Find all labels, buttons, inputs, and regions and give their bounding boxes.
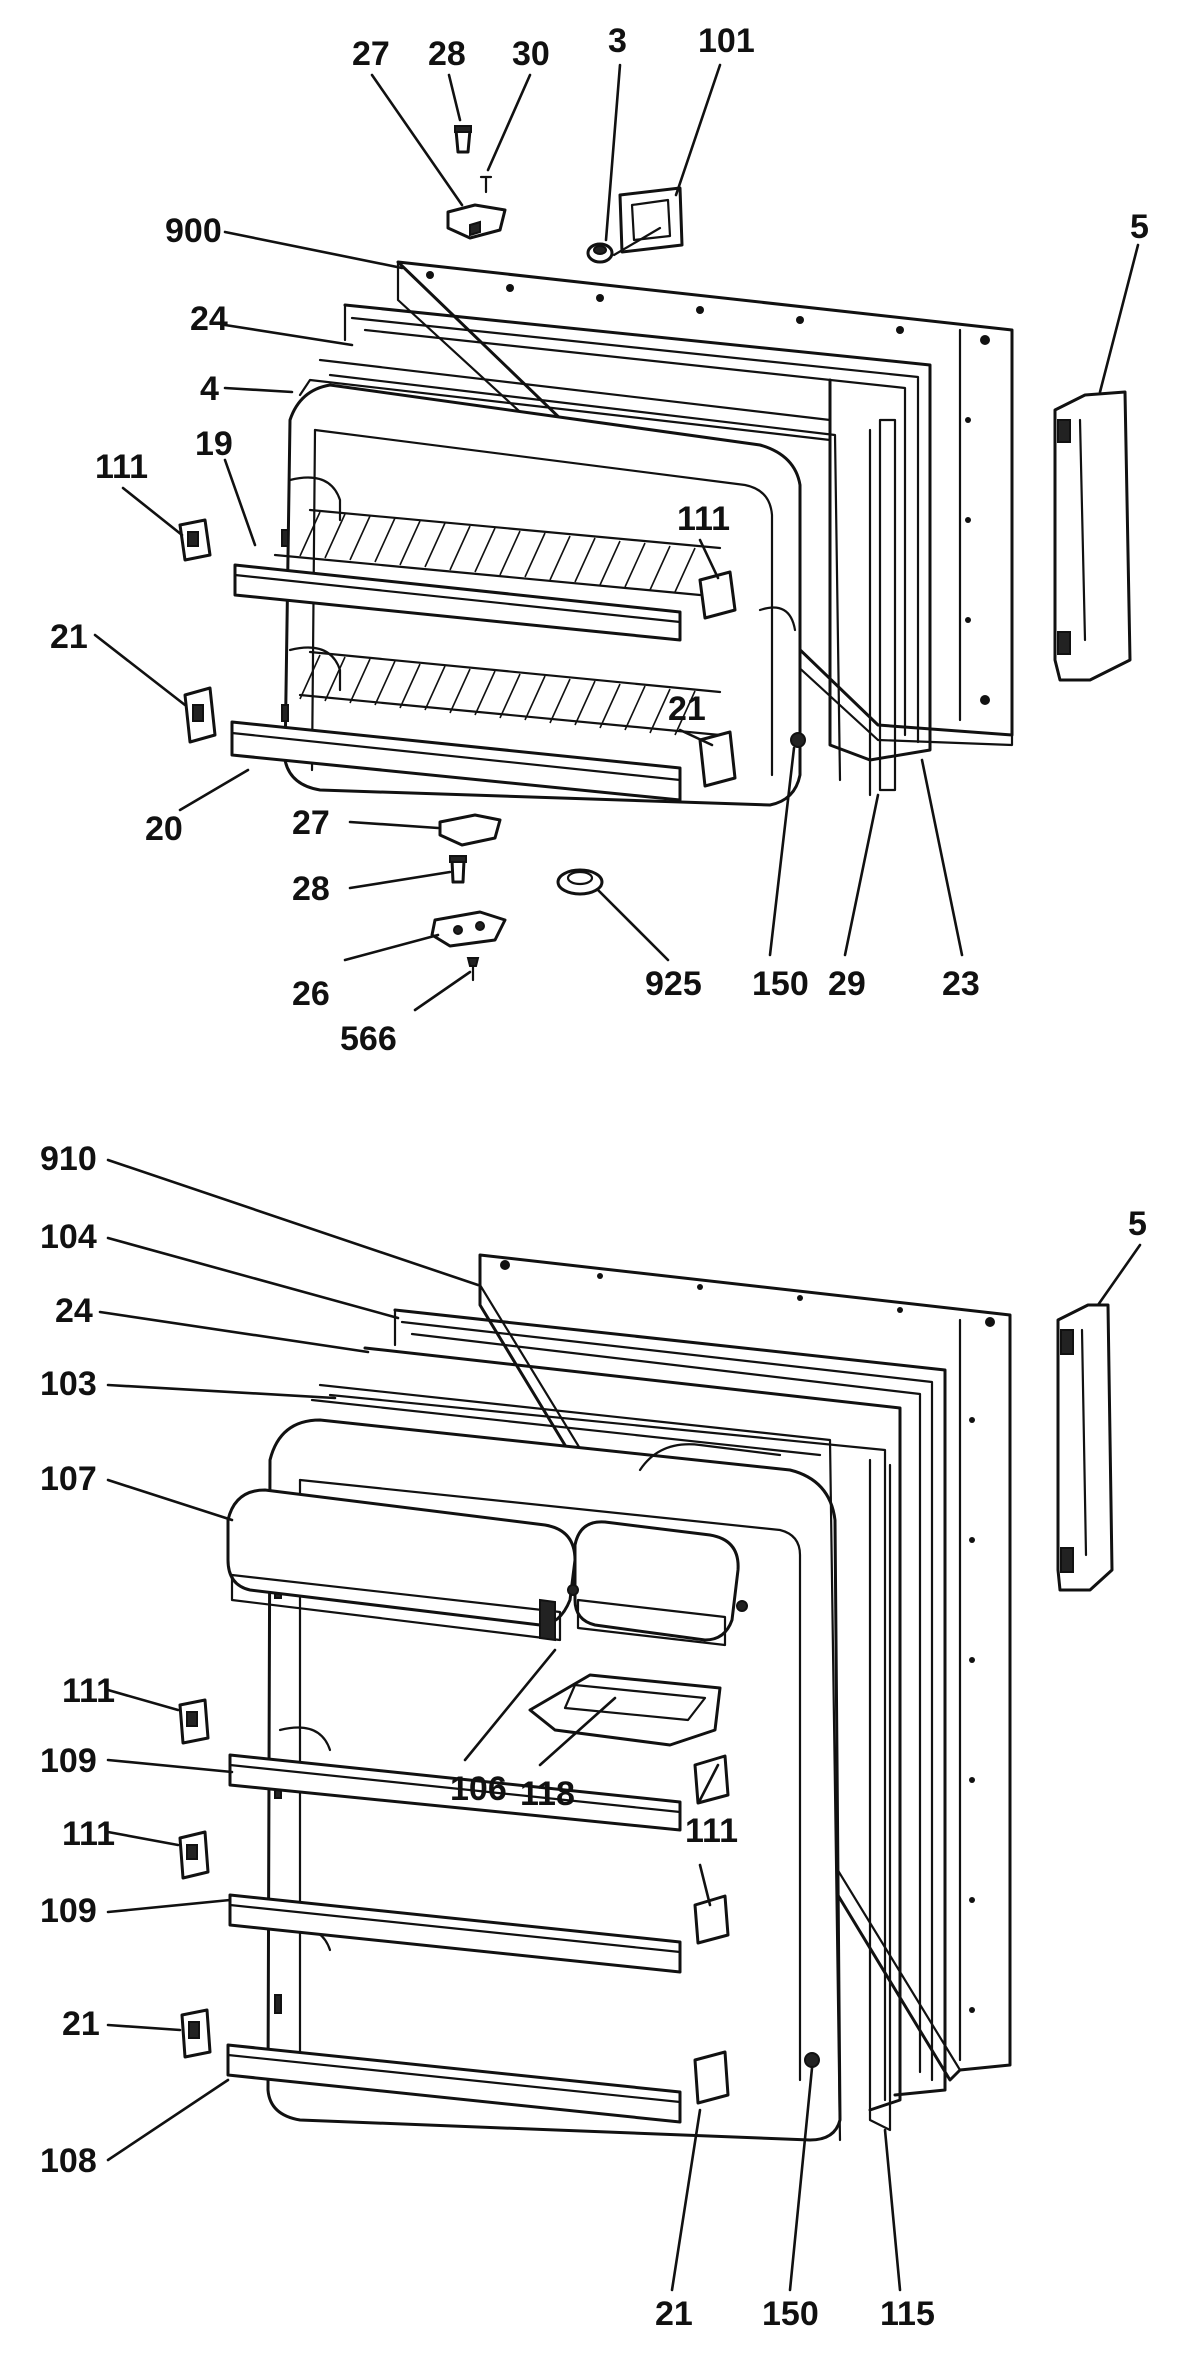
door-handle-top [1053, 390, 1132, 682]
hinge-pin-28-top [454, 125, 472, 154]
callout-20: 20 [145, 810, 183, 848]
upper-shelf [233, 508, 722, 642]
callout-21-right: 21 [668, 690, 706, 728]
callout-4: 4 [200, 370, 219, 408]
switch-101 [612, 186, 684, 257]
callout-21-bottom-right: 21 [655, 2295, 693, 2333]
callout-26: 26 [292, 975, 330, 1013]
door-shelf-bottom-108 [226, 2043, 682, 2124]
hinge-pin-28-bottom [449, 855, 467, 884]
callout-900: 900 [165, 212, 222, 250]
callout-118: 118 [520, 1775, 575, 1813]
callout-566: 566 [340, 1020, 397, 1058]
callout-5-top: 5 [1130, 208, 1149, 246]
callout-3: 3 [608, 22, 627, 60]
fresh-food-door-assembly: 910 104 24 103 107 111 109 106 118 111 1… [40, 1140, 1147, 2333]
door-handle-bottom [1056, 1303, 1114, 1592]
callout-30: 30 [512, 35, 550, 73]
callout-150-bottom: 150 [762, 2295, 819, 2333]
shelf-cap-21-left [180, 2008, 212, 2059]
dairy-bin-large [226, 1488, 577, 1642]
callout-24-top: 24 [190, 300, 228, 338]
butter-tray-118 [528, 1673, 722, 1747]
shelf-cap-right-21 [698, 730, 737, 788]
callout-111-left: 111 [95, 448, 148, 486]
callout-labels-top: 27 28 30 3 101 900 24 4 19 111 111 21 21… [50, 22, 1149, 1058]
hinge-bracket-27-top [446, 203, 507, 240]
callout-23: 23 [942, 965, 980, 1003]
hinge-bracket-27-bottom [438, 813, 502, 847]
callout-111-b: 111 [62, 1815, 115, 1853]
callout-111-a: 111 [62, 1672, 115, 1710]
cap-925 [556, 868, 604, 896]
callout-28-bottom: 28 [292, 870, 330, 908]
callout-106: 106 [450, 1770, 507, 1808]
hinge-plate-26 [430, 910, 507, 948]
callout-27-bottom: 27 [292, 804, 330, 842]
callout-101: 101 [698, 22, 755, 60]
callout-104: 104 [40, 1218, 97, 1256]
shelf-cap-111-a [178, 1698, 210, 1745]
callout-925: 925 [645, 965, 702, 1003]
shelf-cap-111-b [178, 1830, 210, 1880]
screw-150-bottom [804, 2052, 820, 2068]
door-shelf-middle-109 [228, 1893, 682, 1974]
callout-5-bottom: 5 [1128, 1205, 1147, 1243]
screw-150-top [790, 732, 806, 748]
callout-115: 115 [880, 2295, 935, 2333]
callout-111-right: 111 [677, 500, 730, 538]
door-gasket [343, 303, 932, 797]
shelf-cap-right-111 [698, 570, 737, 620]
callout-910: 910 [40, 1140, 97, 1178]
callout-21-left: 21 [50, 618, 88, 656]
freezer-door-assembly: 27 28 30 3 101 900 24 4 19 111 111 21 21… [50, 22, 1149, 1058]
leader-lines-bottom [98, 1158, 1142, 2292]
shelf-cap-21-right [693, 2050, 730, 2105]
leader-lines-top [93, 63, 1140, 1012]
callout-107: 107 [40, 1460, 97, 1498]
screw-30 [479, 175, 493, 194]
callout-150-top: 150 [752, 965, 809, 1003]
screw-566 [466, 957, 480, 982]
callout-103: 103 [40, 1365, 97, 1403]
callout-111-right: 111 [685, 1812, 738, 1850]
shelf-cap-left-111 [178, 518, 212, 562]
callout-28-top: 28 [428, 35, 466, 73]
callout-24-bottom: 24 [55, 1292, 93, 1330]
callout-19: 19 [195, 425, 233, 463]
callout-29: 29 [828, 965, 866, 1003]
door-liner-bottom [266, 1383, 842, 2142]
plug-3 [586, 242, 614, 264]
callout-27-top: 27 [352, 35, 390, 73]
door-gasket-bottom [328, 1308, 947, 2132]
callout-labels-bottom: 910 104 24 103 107 111 109 106 118 111 1… [40, 1140, 1147, 2333]
door-liner [281, 358, 842, 807]
callout-109-a: 109 [40, 1742, 97, 1780]
lower-shelf [230, 650, 722, 802]
callout-21-bottom-left: 21 [62, 2005, 100, 2043]
callout-108: 108 [40, 2142, 97, 2180]
shelf-cap-left-21 [183, 686, 217, 744]
dairy-bin-small [567, 1520, 748, 1647]
shelf-cap-111-right-lower [693, 1894, 730, 1945]
callout-109-b: 109 [40, 1892, 97, 1930]
door-shelf-upper-109 [228, 1753, 682, 1832]
